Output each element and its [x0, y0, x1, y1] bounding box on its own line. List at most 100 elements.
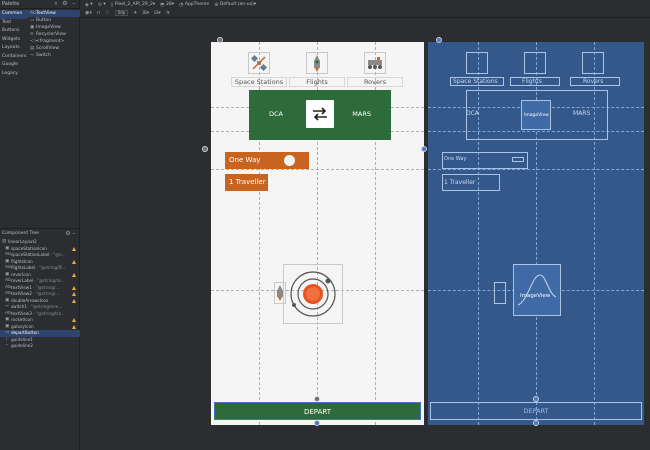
route-card-outline[interactable]: [466, 90, 608, 140]
route-card[interactable]: DCA MARS: [249, 90, 391, 140]
layout-canvas[interactable]: Space Stations Flights Rovers DCA MARS O…: [80, 19, 650, 450]
nav-item-rovers[interactable]: Rovers: [347, 50, 403, 90]
depart-button[interactable]: DEPART: [214, 402, 421, 420]
orientation-icon[interactable]: ⟲▾: [97, 1, 106, 8]
depart-button-outline[interactable]: DEPART: [430, 402, 642, 420]
tree-row[interactable]: ▣rocketIcon: [0, 317, 80, 324]
search-icon[interactable]: ⌕: [54, 0, 58, 7]
switch-track-outline[interactable]: [512, 157, 524, 162]
align-icon[interactable]: ⊟▾: [154, 10, 161, 16]
constraint-handle[interactable]: [533, 420, 539, 426]
double-arrows-image-view[interactable]: [521, 100, 551, 130]
palette-category[interactable]: Buttons: [2, 28, 20, 33]
switch-thumb[interactable]: [284, 155, 295, 166]
eye-icon[interactable]: ◉▾: [85, 10, 92, 16]
resize-handle[interactable]: [436, 37, 442, 43]
constraint-handle[interactable]: [314, 420, 320, 426]
infer-constraints-icon[interactable]: ✦: [133, 10, 138, 16]
device-selector[interactable]: ▯Pixel_2_API_29_2▾: [110, 1, 156, 8]
palette-category[interactable]: Text: [2, 19, 12, 25]
warning-icon[interactable]: [72, 272, 76, 277]
warning-icon[interactable]: [72, 292, 76, 296]
nav-item-flights[interactable]: Flights: [289, 50, 345, 90]
constraint-handle[interactable]: [202, 146, 208, 152]
tree-row[interactable]: ▣spaceStationIcon: [0, 246, 80, 253]
tree-row-label: roverIcon: [11, 271, 31, 277]
palette-item[interactable]: ≡RecyclerView: [28, 31, 80, 38]
gear-icon[interactable]: ⚙: [62, 0, 68, 7]
tree-row[interactable]: ┆guideline1: [0, 337, 80, 344]
nav-label-outline[interactable]: [510, 77, 560, 86]
tree-row-label: flightsIcon: [11, 258, 33, 264]
constraint-handle[interactable]: [421, 146, 427, 152]
blueprint-surface[interactable]: Space Stations Flights Rovers DCA MARS I…: [428, 42, 644, 425]
warning-icon[interactable]: [72, 318, 76, 322]
theme-selector[interactable]: ◔AppTheme: [179, 2, 209, 8]
tree-row[interactable]: ▥linearLayout2: [0, 239, 80, 246]
tree-row[interactable]: ▣flightsIcon: [0, 259, 80, 266]
constraint-handle[interactable]: [314, 396, 320, 402]
warning-icon[interactable]: [72, 246, 76, 251]
design-surface[interactable]: Space Stations Flights Rovers DCA MARS O…: [211, 42, 424, 425]
clear-constraints-icon[interactable]: ⤫: [105, 10, 110, 16]
palette-category[interactable]: Google: [2, 62, 18, 67]
flights-icon-outline[interactable]: [524, 52, 546, 74]
default-margin-field[interactable]: 0dp: [114, 10, 129, 16]
rover-icon-outline[interactable]: [582, 52, 604, 74]
tree-row-label: guideline1: [11, 336, 33, 342]
galaxy-image-view[interactable]: [513, 264, 561, 316]
one-way-switch-outline[interactable]: [442, 152, 528, 169]
minimize-icon[interactable]: –: [72, 230, 76, 237]
locale-selector[interactable]: ⊕Default (en-us)▾: [214, 1, 256, 8]
api-selector[interactable]: ◓28▾: [160, 1, 174, 8]
one-way-switch[interactable]: One Way: [225, 152, 309, 169]
warning-icon[interactable]: [72, 324, 76, 329]
palette-category[interactable]: Legacy: [2, 70, 18, 76]
travellers-label[interactable]: 1 Traveller: [225, 174, 268, 191]
nav-label-outline[interactable]: [570, 77, 620, 86]
constraint-handle[interactable]: [533, 396, 539, 402]
nav-item-space-stations[interactable]: Space Stations: [231, 50, 287, 90]
palette-item[interactable]: <><fragment>: [28, 38, 80, 45]
guidelines-icon[interactable]: ⫶▾: [165, 10, 170, 16]
nav-label-outline[interactable]: [450, 77, 504, 86]
pack-icon[interactable]: ⊞▾: [142, 10, 150, 16]
double-arrows-icon[interactable]: [306, 100, 334, 128]
warning-icon[interactable]: [72, 259, 76, 264]
layers-icon[interactable]: ◈▾: [85, 1, 93, 8]
magnet-icon[interactable]: ∩: [96, 10, 101, 16]
minimize-icon[interactable]: –: [72, 0, 76, 7]
palette-category[interactable]: Common: [0, 10, 28, 19]
palette-item[interactable]: ▤ScrollView: [28, 45, 80, 52]
palette-item[interactable]: ▣ImageView: [28, 24, 80, 31]
device-label: Pixel_2_API_29_2: [114, 2, 153, 7]
warning-icon[interactable]: [72, 298, 76, 303]
tree-row[interactable]: ▣galaxyIcon: [0, 324, 80, 331]
widget-icon: ⊸: [30, 53, 34, 58]
tree-row[interactable]: ▭departButton: [0, 330, 80, 337]
tree-row[interactable]: ▣doubleArrowsIcon: [0, 298, 80, 305]
palette-item[interactable]: ▭Button: [28, 17, 80, 24]
travellers-outline[interactable]: [442, 174, 500, 191]
tree-row[interactable]: ┄guideline2: [0, 343, 80, 350]
palette-category[interactable]: Widgets: [2, 36, 21, 42]
tree-row-label: galaxyIcon: [11, 323, 34, 329]
palette-category[interactable]: Layouts: [2, 45, 20, 50]
resize-handle[interactable]: [217, 37, 223, 43]
view-icon: Ab: [5, 291, 11, 296]
gear-icon[interactable]: ⚙: [65, 230, 71, 237]
warning-icon[interactable]: [72, 285, 76, 290]
palette-item[interactable]: ⊸Switch: [28, 52, 80, 59]
rocket-icon-outline[interactable]: [494, 282, 506, 304]
space-station-icon-outline[interactable]: [466, 52, 488, 74]
palette-category[interactable]: Containers: [2, 53, 27, 59]
tree-row[interactable]: ▣roverIcon: [0, 272, 80, 279]
tree-row[interactable]: ⊸switch1- "@string/one...: [0, 304, 80, 311]
